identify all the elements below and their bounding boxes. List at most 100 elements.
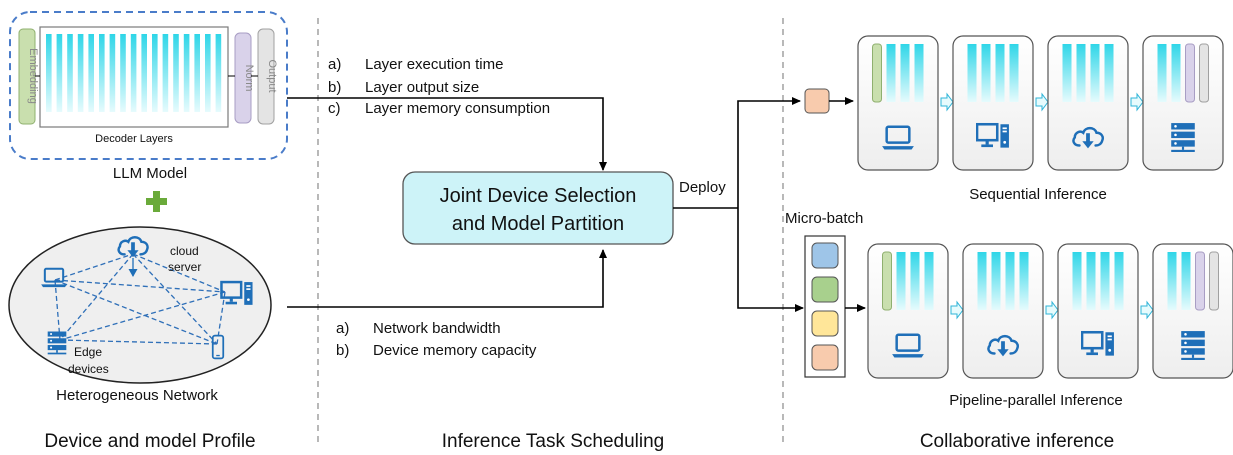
layer-bar [910,252,920,310]
layer-bar [1171,44,1181,102]
profile-top-text-1: Layer output size [365,79,479,96]
section-title-right: Collaborative inference [920,431,1114,452]
deploy-connectors [673,97,804,312]
sequential-inference-row [857,35,1224,171]
decoder-layer-bar [67,34,73,112]
micro-batch-label: Micro-batch [785,210,863,227]
device-card [867,243,949,379]
layer-bar [977,252,987,310]
layer-bar [924,252,934,310]
flow-arrow [1035,92,1049,112]
output-slot [1209,251,1219,311]
micro-batch-yellow [811,310,839,337]
deploy-label: Deploy [679,179,726,196]
embedding-slot [872,43,882,103]
decoder-layer-bars [46,34,222,112]
edge-label-2: devices [68,362,109,376]
network-links [54,253,226,345]
decoder-frame [39,26,229,128]
decoder-layer-bar [56,34,63,112]
layer-bar [900,44,910,102]
decoder-layer-bar [88,34,94,112]
norm-slot [1195,251,1205,311]
layer-bar [967,44,977,102]
sequential-caption: Sequential Inference [969,186,1107,203]
layer-bar [886,44,896,102]
decoder-layer-bar [99,34,105,112]
layer-bar [1167,252,1177,310]
embedding-label: Embedding [27,48,39,104]
device-card [1142,35,1224,171]
micro-batch-blue [811,242,839,269]
norm-slot [1185,43,1195,103]
output-block: Output [257,28,278,125]
layer-bar [1181,252,1191,310]
layer-bar [1072,252,1082,310]
decoder-layer-bar [173,34,179,112]
norm-label: Norm [243,65,255,92]
micro-batch-stack [804,235,846,378]
decoder-layer-bar [46,34,52,112]
profile-top-marker-2: c) [328,100,341,117]
layer-bar [1009,44,1019,102]
layer-bar [1005,252,1015,310]
decoder-layer-bar [77,34,84,112]
layer-bar [1062,44,1072,102]
scheduler-line-1: Joint Device Selection [440,185,637,207]
network-ellipse [8,226,272,384]
device-card [857,35,939,171]
layer-bar [1076,44,1086,102]
layer-bar [914,44,924,102]
embedding-slot [882,251,892,311]
plus-icon [146,191,167,212]
cloud-label-1: cloud [170,244,199,258]
layer-bar [1157,44,1167,102]
profile-top-text-2: Layer memory consumption [365,100,550,117]
heterogeneous-network: cloud server Edge devices Heterogeneous … [8,226,272,404]
scheduler-box: Joint Device Selection and Model Partiti… [402,171,674,245]
layer-bar [995,44,1005,102]
flow-arrow [1045,300,1059,320]
decoder-layer-bar [162,34,169,112]
input-connectors [287,97,607,308]
decoder-layer-bar [141,34,147,112]
decoder-layer-bar [215,34,222,112]
section-title-left: Device and model Profile [44,431,255,452]
layer-bar [981,44,991,102]
cloud-label-2: server [168,260,201,274]
llm-model-caption: LLM Model [113,165,187,182]
profile-top-marker-1: b) [328,79,341,96]
section-title-middle: Inference Task Scheduling [442,431,665,452]
layer-bar [896,252,906,310]
flow-arrow [1140,300,1154,320]
profile-bottom-marker-1: b) [336,342,349,359]
device-card [1047,35,1129,171]
sequential-input-batch [804,88,830,114]
pipeline-caption: Pipeline-parallel Inference [949,392,1122,409]
flow-arrow [940,92,954,112]
norm-block: Norm [234,32,255,124]
profile-list-bottom: a) Network bandwidth b) Device memory ca… [336,320,537,359]
profile-bottom-text-1: Device memory capacity [373,342,537,359]
llm-model: Embedding Decoder Layers Norm Output LLM… [9,11,288,182]
decoder-layer-bar [120,34,126,112]
profile-top-text-0: Layer execution time [365,56,503,73]
profile-list-top: a) Layer execution time b) Layer output … [328,56,550,117]
layer-bar [1114,252,1124,310]
micro-batch-orange [811,344,839,371]
output-label: Output [266,59,278,92]
profile-bottom-marker-0: a) [336,320,349,337]
edge-label-1: Edge [74,345,102,359]
decoder-layer-bar [194,34,200,112]
decoder-layer-bar [152,34,158,112]
micro-batch-green [811,276,839,303]
decoder-layer-bar [130,34,137,112]
device-card [1057,243,1139,379]
device-card [1152,243,1233,379]
layer-bar [1104,44,1114,102]
layer-bar [1019,252,1029,310]
layer-bar [991,252,1001,310]
flow-arrow [950,300,964,320]
